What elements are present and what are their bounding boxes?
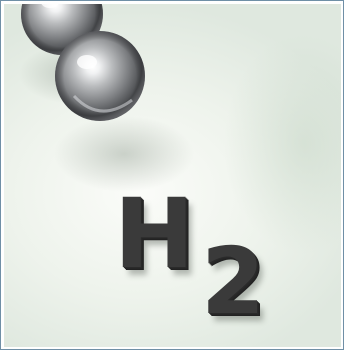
ambient-shade	[224, 34, 341, 254]
formula-subscript: 2	[201, 228, 266, 335]
element-symbol: H	[114, 178, 194, 290]
hydrogen-molecule-illustration	[19, 4, 341, 254]
hydrogen-scene: H 2	[4, 4, 341, 347]
sphere-shadow	[54, 116, 194, 192]
chemical-formula: H 2	[99, 186, 279, 336]
sphere-icon	[55, 31, 145, 121]
